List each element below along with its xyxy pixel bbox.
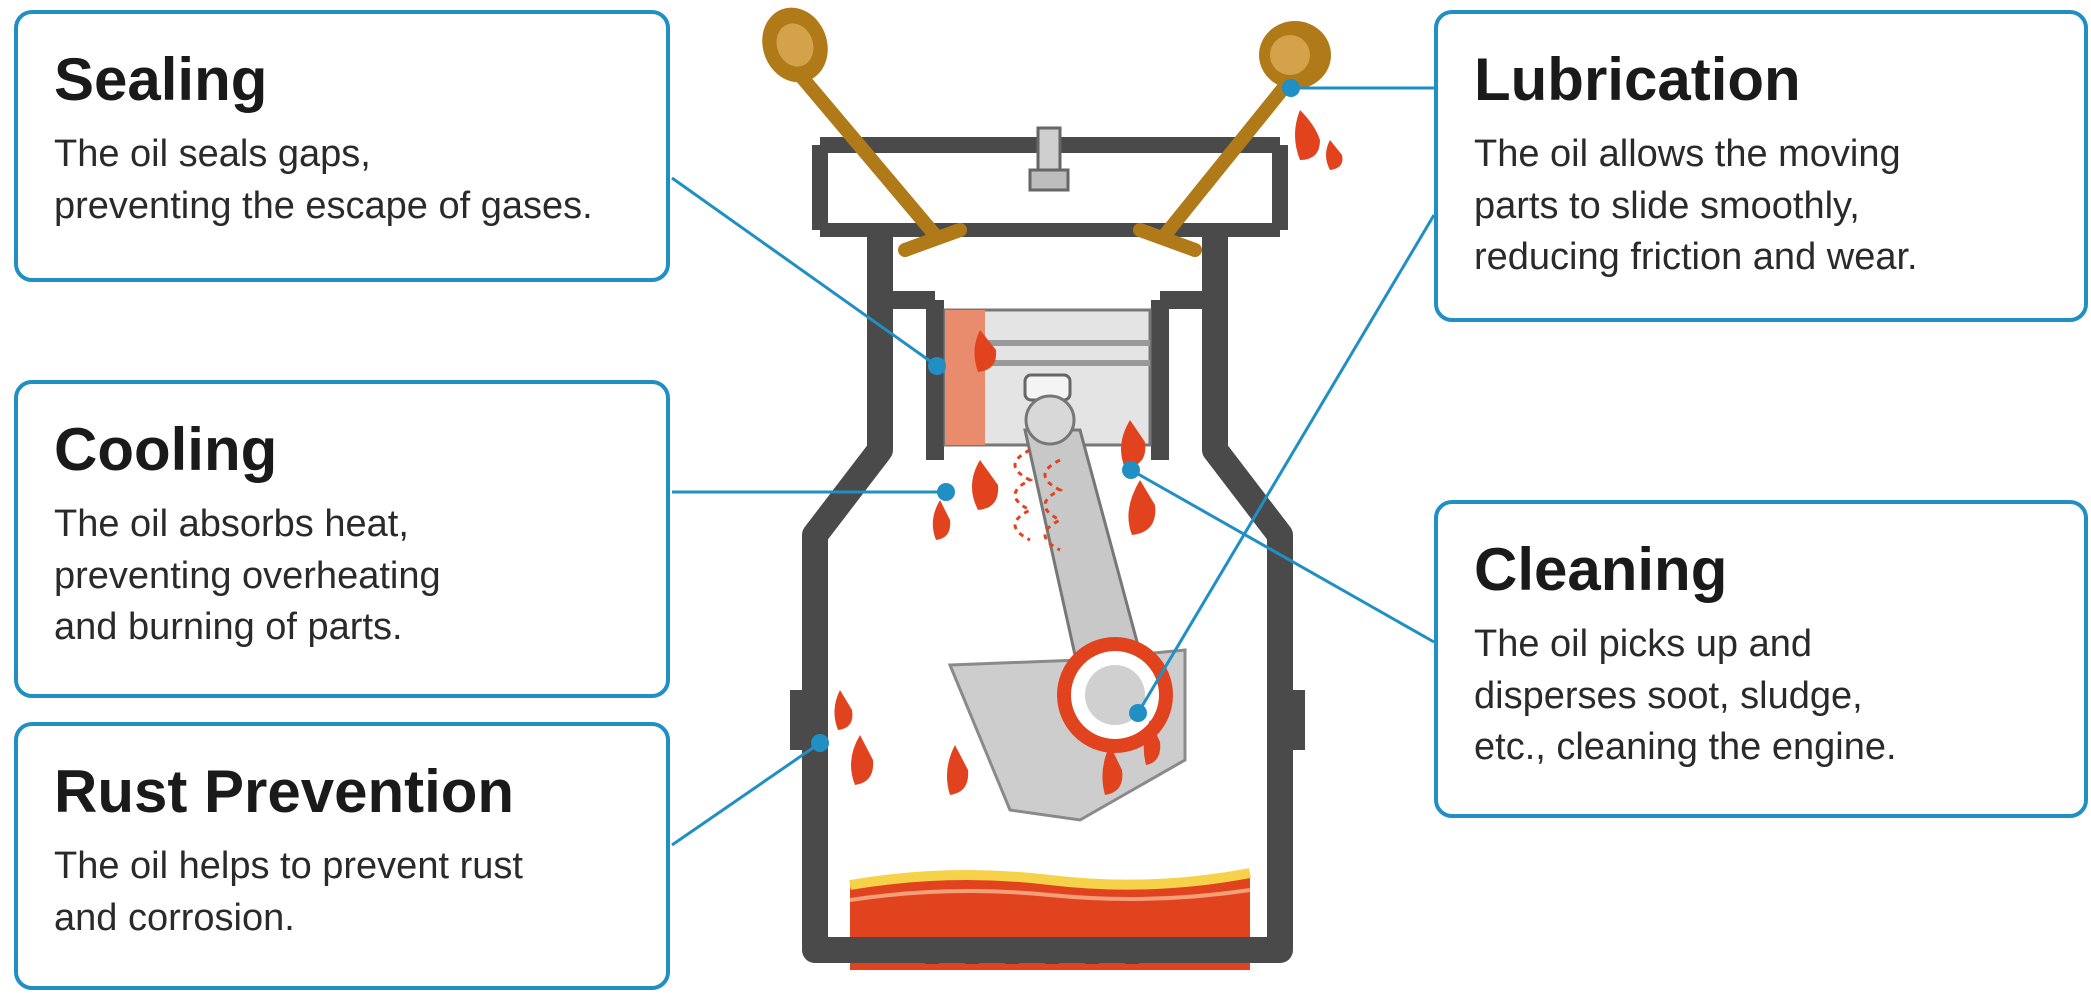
lubrication-title: Lubrication	[1474, 48, 2048, 111]
rust-prevention-body: The oil helps to prevent rust and corros…	[54, 841, 630, 944]
rust-prevention-title: Rust Prevention	[54, 760, 630, 823]
intake-valve-icon	[752, 0, 960, 250]
cooling-title: Cooling	[54, 418, 630, 481]
lubrication-callout: Lubrication The oil allows the moving pa…	[1434, 10, 2088, 322]
sealing-body: The oil seals gaps, preventing the escap…	[54, 129, 630, 232]
cleaning-title: Cleaning	[1474, 538, 2048, 601]
sealing-title: Sealing	[54, 48, 630, 111]
sealing-callout: Sealing The oil seals gaps, preventing t…	[14, 10, 670, 282]
rust-prevention-callout: Rust Prevention The oil helps to prevent…	[14, 722, 670, 990]
cooling-callout: Cooling The oil absorbs heat, preventing…	[14, 380, 670, 698]
engine-cutaway-icon	[790, 145, 1305, 964]
cooling-body: The oil absorbs heat, preventing overhea…	[54, 499, 630, 654]
cleaning-body: The oil picks up and disperses soot, slu…	[1474, 619, 2048, 774]
lubrication-body: The oil allows the moving parts to slide…	[1474, 129, 2048, 284]
cleaning-callout: Cleaning The oil picks up and disperses …	[1434, 500, 2088, 818]
